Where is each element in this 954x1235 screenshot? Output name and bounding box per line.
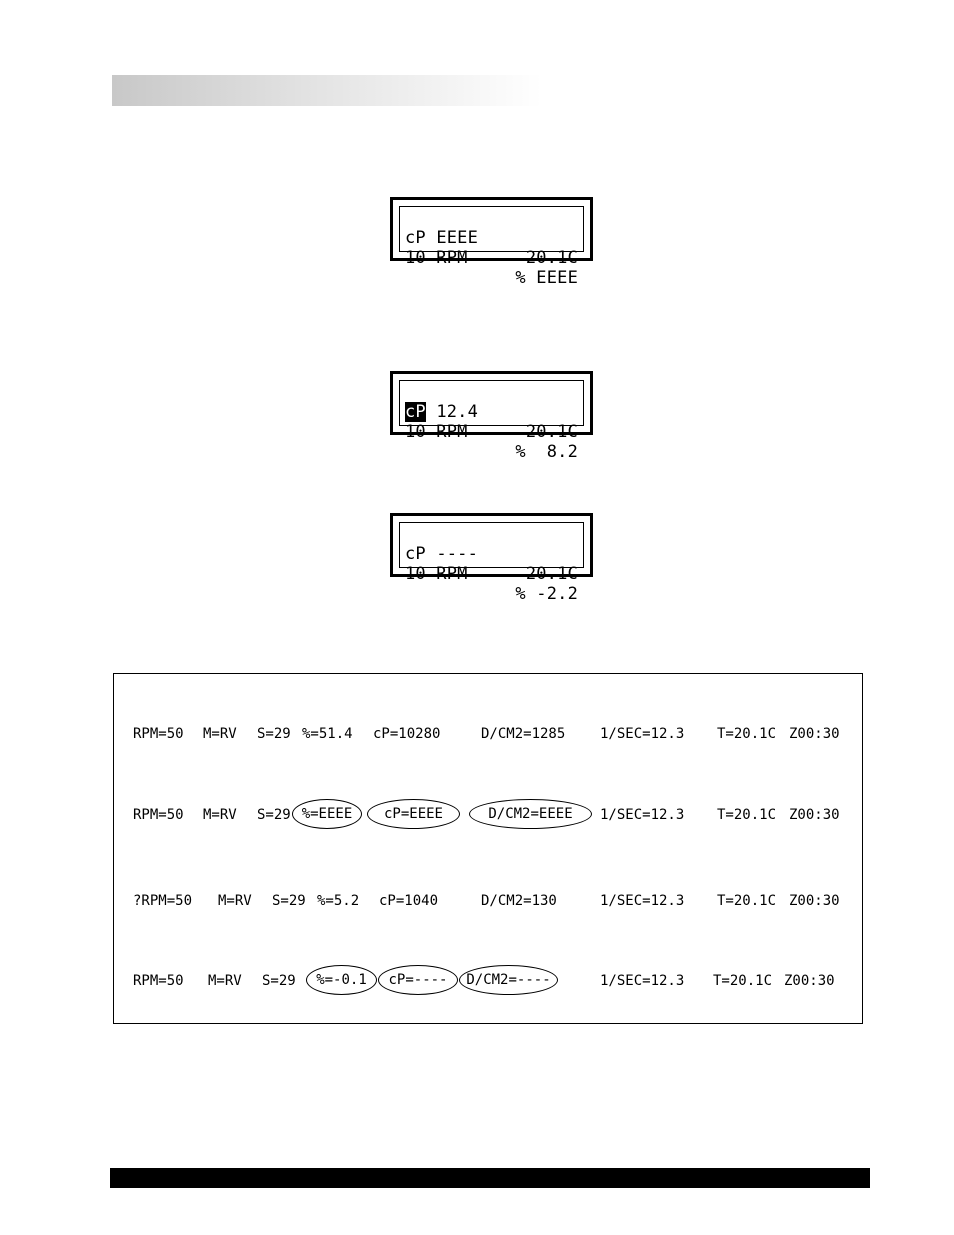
lcd-frame: cP 12.4 20.1C 10 RPM % 8.2 — [399, 380, 584, 462]
readout-mode: M=RV — [203, 807, 237, 823]
printout-box: RPM=50 M=RV S=29 %=51.4 cP=10280 D/CM2=1… — [113, 673, 863, 1024]
readout-dcm2-circled: D/CM2=EEEE — [469, 799, 592, 829]
lcd-torque-percent: % 8.2 — [515, 442, 578, 462]
readout-rpm: ?RPM=50 — [133, 893, 193, 909]
readout-spindle: S=29 — [257, 807, 291, 823]
readout-time: Z00:30 — [789, 807, 840, 823]
readout-spindle: S=29 — [272, 893, 306, 909]
readout-mode: M=RV — [208, 973, 242, 989]
readout-percent: %=51.4 — [302, 726, 353, 742]
readout-temperature: T=20.1C — [717, 726, 777, 742]
lcd-speed: 10 RPM — [405, 564, 468, 584]
lcd-torque-percent: % -2.2 — [515, 584, 578, 604]
readout-time: Z00:30 — [784, 973, 835, 989]
lcd-display-error: cP EEEE 20.1C 10 RPM % EEEE — [390, 197, 593, 288]
readout-cp: cP=10280 — [373, 726, 441, 742]
readout-row: RPM=50 M=RV S=29 %=51.4 cP=10280 D/CM2=1… — [114, 724, 862, 744]
lcd-cursor-highlight: cP — [405, 402, 426, 422]
readout-cp-circled: cP=EEEE — [367, 799, 460, 829]
readout-percent: %=5.2 — [317, 893, 360, 909]
lcd-speed: 10 RPM — [405, 248, 468, 268]
lcd-line-top: cP ---- 20.1C — [405, 524, 578, 584]
readout-mode: M=RV — [218, 893, 252, 909]
readout-time: Z00:30 — [789, 893, 840, 909]
readout-temperature: T=20.1C — [717, 807, 777, 823]
readout-rpm: RPM=50 — [133, 807, 184, 823]
readout-dcm2-circled: D/CM2=---- — [459, 965, 558, 995]
readout-row: RPM=50 M=RV S=29 %=-0.1 cP=---- D/CM2=--… — [114, 965, 862, 995]
readout-row: ?RPM=50 M=RV S=29 %=5.2 cP=1040 D/CM2=13… — [114, 891, 862, 911]
lcd-line-top: cP EEEE 20.1C — [405, 208, 578, 268]
lcd-speed: 10 RPM — [405, 422, 468, 442]
readout-time: Z00:30 — [789, 726, 840, 742]
lcd-temperature: 20.1C — [525, 564, 578, 584]
readout-cp: cP=1040 — [379, 893, 439, 909]
readout-rpm: RPM=50 — [133, 973, 184, 989]
footer-bar — [110, 1168, 870, 1188]
lcd-line-top: cP 12.4 20.1C — [405, 382, 578, 442]
lcd-line-bottom: 10 RPM % 8.2 — [405, 402, 578, 462]
lcd-torque-percent: % EEEE — [515, 268, 578, 288]
lcd-frame: cP ---- 20.1C 10 RPM % -2.2 — [399, 522, 584, 604]
lcd-line-bottom: 10 RPM % EEEE — [405, 228, 578, 288]
lcd-display-negative: cP ---- 20.1C 10 RPM % -2.2 — [390, 513, 593, 604]
readout-shear-rate: 1/SEC=12.3 — [600, 973, 685, 989]
readout-temperature: T=20.1C — [717, 893, 777, 909]
readout-rpm: RPM=50 — [133, 726, 184, 742]
readout-shear-rate: 1/SEC=12.3 — [600, 726, 685, 742]
lcd-viscosity-label: cP 12.4 — [405, 402, 479, 422]
lcd-viscosity-label: cP EEEE — [405, 228, 479, 248]
header-gradient-bar — [112, 75, 542, 106]
readout-shear-rate: 1/SEC=12.3 — [600, 807, 685, 823]
readout-spindle: S=29 — [262, 973, 296, 989]
readout-dcm2: D/CM2=130 — [481, 893, 557, 909]
lcd-line-bottom: 10 RPM % -2.2 — [405, 544, 578, 604]
readout-row: RPM=50 M=RV S=29 %=EEEE cP=EEEE D/CM2=EE… — [114, 799, 862, 829]
lcd-frame: cP EEEE 20.1C 10 RPM % EEEE — [399, 206, 584, 288]
readout-dcm2: D/CM2=1285 — [481, 726, 566, 742]
lcd-temperature: 20.1C — [525, 248, 578, 268]
lcd-display-flashing: cP 12.4 20.1C 10 RPM % 8.2 — [390, 371, 593, 462]
lcd-viscosity-label: cP ---- — [405, 544, 479, 564]
readout-mode: M=RV — [203, 726, 237, 742]
readout-percent-circled: %=-0.1 — [306, 965, 377, 995]
readout-shear-rate: 1/SEC=12.3 — [600, 893, 685, 909]
readout-spindle: S=29 — [257, 726, 291, 742]
lcd-temperature: 20.1C — [525, 422, 578, 442]
readout-percent-circled: %=EEEE — [292, 799, 362, 829]
readout-temperature: T=20.1C — [713, 973, 773, 989]
readout-cp-circled: cP=---- — [378, 965, 458, 995]
